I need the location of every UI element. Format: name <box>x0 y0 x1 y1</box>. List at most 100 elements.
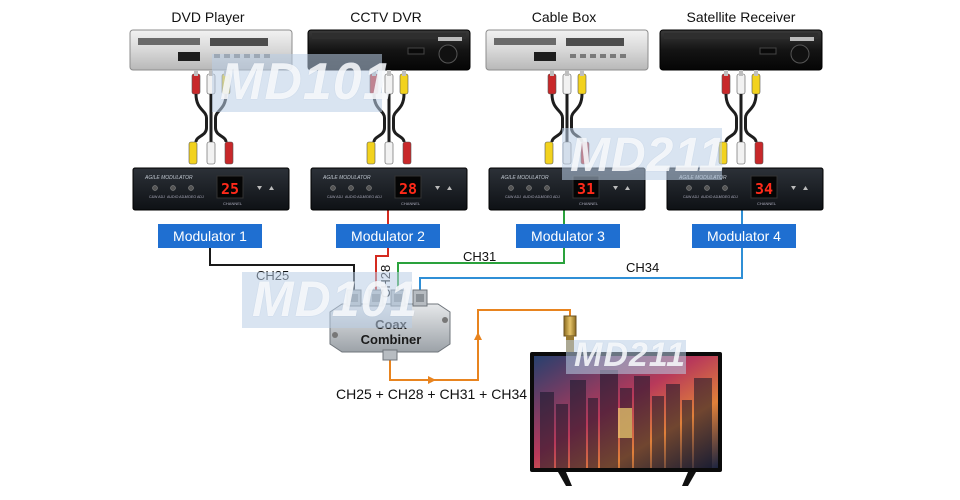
rca-plug <box>754 141 764 165</box>
rca-plug <box>224 141 234 165</box>
source-device-3 <box>485 29 649 71</box>
adjust-knob <box>152 185 158 191</box>
tv-stand-right <box>682 472 696 486</box>
screen-building <box>570 380 586 468</box>
top-edge <box>664 33 818 39</box>
modulator-body <box>310 167 468 211</box>
knob-caption: C&W ADJ <box>149 195 165 199</box>
knob-caption: AUDIO ADJ <box>701 195 720 199</box>
adjust-knob <box>188 185 194 191</box>
rca-plug <box>544 141 554 165</box>
rca-wire <box>392 93 406 143</box>
front-button <box>620 54 626 58</box>
channel-up-icon <box>447 186 452 190</box>
knob-caption: C&W ADJ <box>683 195 699 199</box>
front-button <box>600 54 606 58</box>
rca-wire <box>744 93 758 143</box>
mount-hole <box>332 332 338 338</box>
adjust-knob <box>170 185 176 191</box>
adjust-knob <box>366 185 372 191</box>
front-button <box>610 54 616 58</box>
adjust-knob <box>544 185 550 191</box>
channel-down-icon <box>435 186 440 190</box>
tv-coax-connector <box>563 315 577 337</box>
channel-down-icon <box>257 186 262 190</box>
rca-plug <box>736 73 746 95</box>
rca-plug <box>188 141 198 165</box>
adjust-knob <box>330 185 336 191</box>
screen-building <box>652 396 664 468</box>
screen-building <box>556 404 568 468</box>
rca-plug <box>206 141 216 165</box>
knob-caption: C&W ADJ <box>505 195 521 199</box>
adjust-knob <box>704 185 710 191</box>
rca-pin <box>580 70 584 76</box>
channel-display-value: 28 <box>399 180 417 198</box>
cable-label-ch31: CH31 <box>463 249 497 264</box>
channel-up-icon <box>803 186 808 190</box>
rca-pin <box>550 70 554 76</box>
rca-wire <box>724 93 738 143</box>
channel-display <box>394 175 422 199</box>
rca-wire <box>550 93 564 143</box>
rca-pin <box>194 70 198 76</box>
modulator-label-4: Modulator 4 <box>692 224 796 248</box>
channel-display <box>216 175 244 199</box>
channel-down-icon <box>613 186 618 190</box>
rca-pin <box>739 70 743 76</box>
rca-plug <box>721 73 731 95</box>
brand-badge <box>438 37 462 41</box>
knob-caption: AUDIO ADJ <box>345 195 364 199</box>
rca-plug <box>562 73 572 95</box>
knob-caption: VIDEO ADJ <box>185 195 204 199</box>
rca-pin <box>209 70 213 76</box>
channel-caption: CHANNEL <box>223 201 243 206</box>
front-button <box>570 54 576 58</box>
flow-arrow-up <box>474 332 482 340</box>
front-button <box>580 54 586 58</box>
knob-caption: VIDEO ADJ <box>363 195 382 199</box>
adjust-knob <box>686 185 692 191</box>
screen-building <box>694 378 712 468</box>
combiner-label-line2: Combiner <box>360 332 422 347</box>
device-body <box>485 29 649 71</box>
watermark-band-1 <box>212 54 382 112</box>
watermark-2: MD211 <box>570 129 727 182</box>
watermark-band-2 <box>562 128 722 180</box>
screen-building <box>666 384 680 468</box>
modulator-panel-title: AGILE MODULATOR <box>144 175 193 181</box>
channel-down-icon <box>791 186 796 190</box>
display-window <box>534 52 556 61</box>
modulator-panel-title: AGILE MODULATOR <box>322 175 371 181</box>
tape-slot <box>138 38 200 45</box>
modulator-panel-title: AGILE MODULATOR <box>500 175 549 181</box>
screen-building <box>682 400 692 468</box>
screen-building <box>588 398 598 468</box>
modulator-label-2: Modulator 2 <box>336 224 440 248</box>
channel-display-value: 31 <box>577 180 595 198</box>
watermark-4: MD211 <box>574 336 687 374</box>
top-edge <box>312 33 466 39</box>
knob-caption: VIDEO ADJ <box>541 195 560 199</box>
channel-display <box>750 175 778 199</box>
source-label-cctv-dvr: CCTV DVR <box>350 9 422 25</box>
rca-plug <box>577 73 587 95</box>
channel-caption: CHANNEL <box>401 201 421 206</box>
modulator-body <box>132 167 290 211</box>
adjust-knob <box>508 185 514 191</box>
rca-pin <box>402 70 406 76</box>
brand-badge <box>790 37 814 41</box>
rca-plug <box>547 73 557 95</box>
display-window <box>407 47 425 55</box>
adjust-knob <box>526 185 532 191</box>
channel-up-icon <box>269 186 274 190</box>
rca-pin <box>724 70 728 76</box>
output-port <box>382 349 398 361</box>
source-label-satellite-receiver: Satellite Receiver <box>686 9 796 25</box>
screen-building <box>600 370 618 468</box>
channel-display-value: 25 <box>221 180 239 198</box>
front-knob <box>438 44 458 64</box>
front-knob <box>790 44 810 64</box>
source-label-dvd-player: DVD Player <box>171 9 245 25</box>
